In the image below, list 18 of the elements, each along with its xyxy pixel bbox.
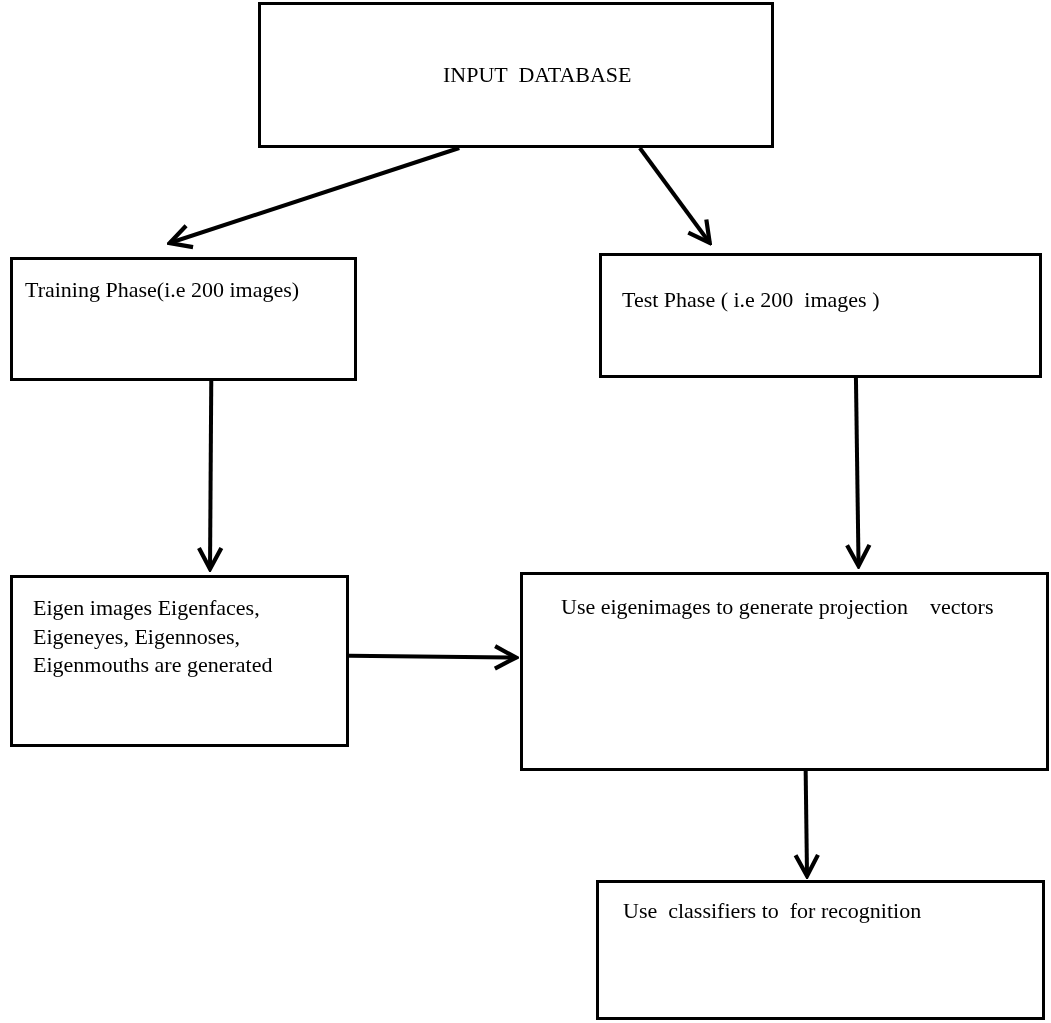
process-box xyxy=(596,880,1045,1020)
box-text: Training Phase(i.e 200 images) xyxy=(25,276,301,304)
process-box xyxy=(10,257,357,381)
arrow xyxy=(844,377,872,569)
box-text: Use eigenimages to generate projection vectors xyxy=(561,593,995,621)
box-text: Test Phase ( i.e 200 images ) xyxy=(622,286,881,314)
box-text: Eigen images Eigenfaces, Eigeneyes, Eigennoses, Eigenmouths are generated xyxy=(33,594,274,680)
arrow xyxy=(348,644,519,671)
process-box xyxy=(599,253,1042,378)
arrow xyxy=(167,146,460,250)
box-text: Use classifiers to for recognition xyxy=(623,897,923,925)
arrow xyxy=(196,381,224,572)
box-text: INPUT DATABASE xyxy=(443,61,633,89)
arrow xyxy=(793,770,821,879)
process-box xyxy=(258,2,774,148)
arrow xyxy=(638,146,712,246)
process-box xyxy=(10,575,349,747)
process-box xyxy=(520,572,1049,771)
